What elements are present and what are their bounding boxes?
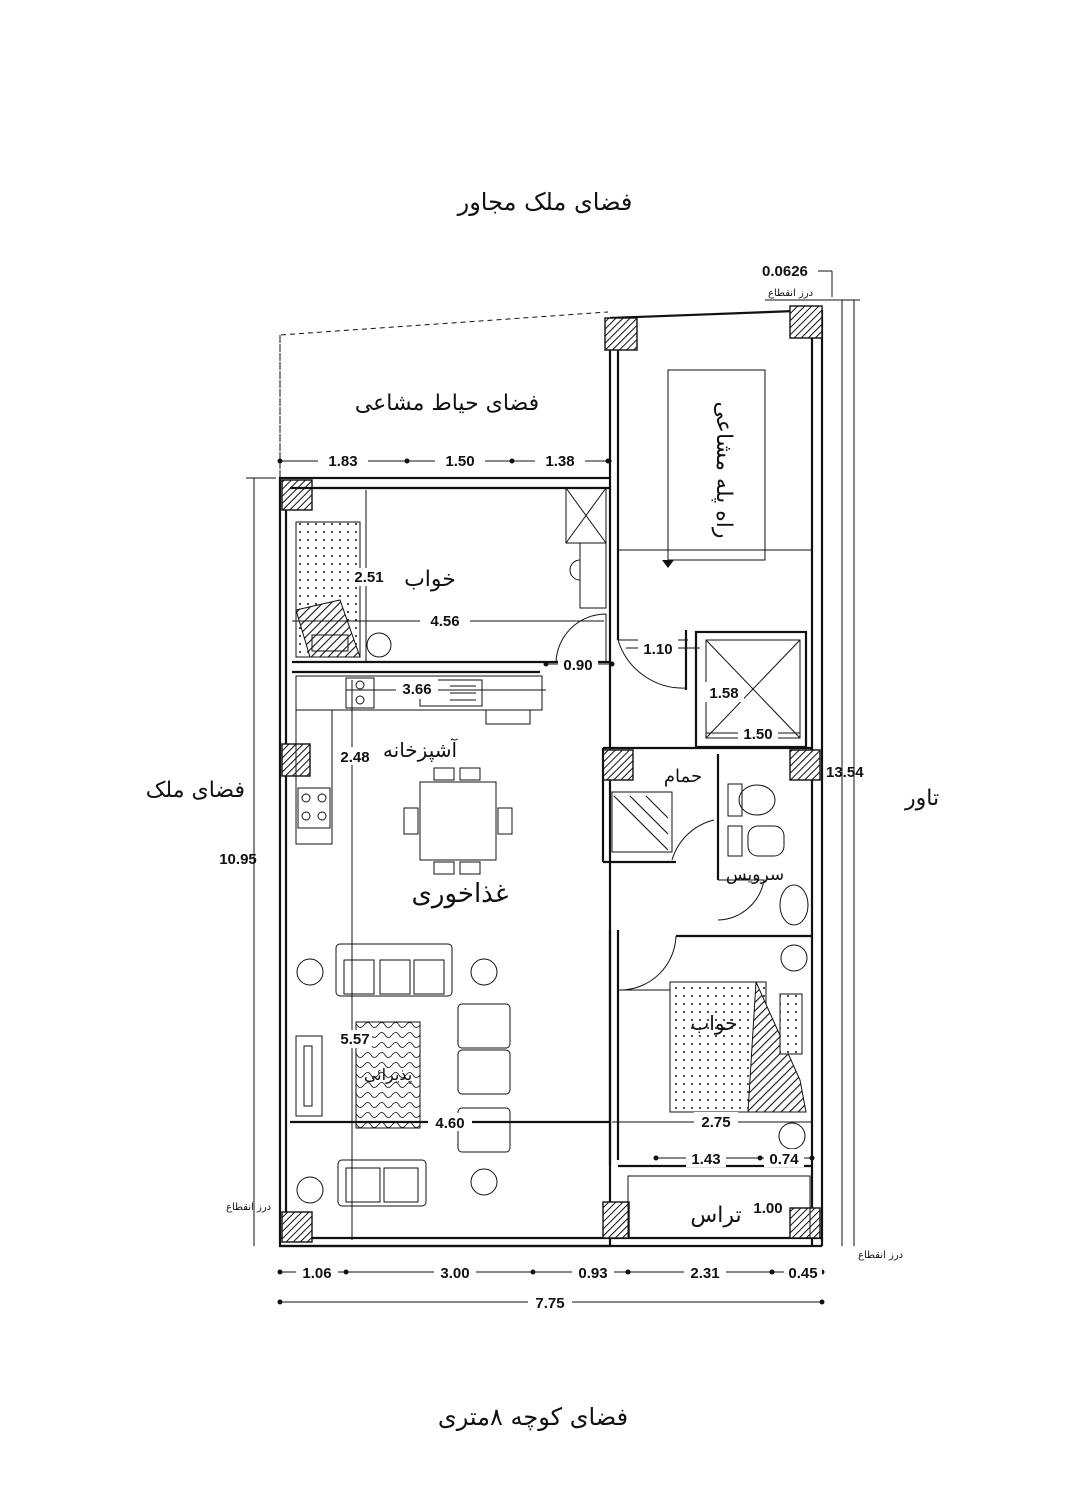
bedroom-1-label: خواب (404, 567, 456, 592)
entrance-door: 1.10 (617, 630, 700, 690)
terrace-label: تراس (690, 1203, 741, 1228)
dim-bedroom-2-bottom: 1.43 0.74 (653, 1149, 815, 1168)
bath-wc: حمام سرویس (601, 746, 812, 926)
label-top-neighbor: فضای ملک مجاور (457, 188, 633, 216)
dim-bottom-chain: 1.06 3.00 0.93 2.31 0.45 7.75 (277, 1263, 825, 1312)
svg-text:13.54: 13.54 (826, 764, 864, 781)
svg-text:0.74: 0.74 (769, 1151, 799, 1168)
terrace: تراس 1.00 (627, 1175, 811, 1239)
svg-text:1.06: 1.06 (302, 1265, 331, 1282)
expansion-joint-left: درز انقطاع (226, 1202, 271, 1213)
dining-label: غذاخوری (412, 879, 509, 909)
svg-text:1.38: 1.38 (545, 453, 574, 470)
dim-right-total: 13.54 درز انقطاع (826, 300, 903, 1261)
svg-text:5.57: 5.57 (340, 1031, 369, 1048)
light-shaft: 1.58 1.50 (694, 630, 808, 749)
label-right-neighbor: تاور (904, 786, 939, 811)
svg-text:1.00: 1.00 (753, 1200, 782, 1217)
svg-text:3.66: 3.66 (402, 681, 431, 698)
kitchen: آشپزخانه 3.66 2.48 (295, 675, 546, 1240)
svg-text:0.93: 0.93 (578, 1265, 607, 1282)
expansion-joint-top: درز انقطاع (768, 288, 813, 299)
svg-text:1.50: 1.50 (743, 726, 772, 743)
svg-text:0.90: 0.90 (563, 657, 592, 674)
bath-label: حمام (664, 766, 702, 787)
svg-text:1.83: 1.83 (328, 453, 357, 470)
wc-label: سرویس (726, 865, 784, 885)
svg-text:2.48: 2.48 (340, 749, 369, 766)
svg-text:7.75: 7.75 (535, 1295, 564, 1312)
svg-text:1.50: 1.50 (445, 453, 474, 470)
living-room: پذیرائی 5.57 4.60 (290, 943, 610, 1207)
dim-bedroom-1: 4.56 2.51 0.90 (292, 490, 615, 674)
svg-text:4.56: 4.56 (430, 613, 459, 630)
outer-walls (278, 300, 843, 1248)
svg-text:2.31: 2.31 (690, 1265, 719, 1282)
bedroom-1: خواب (290, 486, 610, 674)
svg-text:2.75: 2.75 (701, 1114, 730, 1131)
structural-columns (281, 305, 823, 1243)
svg-text:1.10: 1.10 (643, 641, 672, 658)
bedroom-2: خواب 2.75 (608, 930, 812, 1168)
expansion-joint-right: درز انقطاع (858, 1250, 903, 1261)
label-street: فضای کوچه ۸متری (438, 1403, 628, 1431)
svg-text:4.60: 4.60 (435, 1115, 464, 1132)
yard-label: فضای حیاط مشاعی (355, 391, 539, 416)
svg-text:1.43: 1.43 (691, 1151, 720, 1168)
svg-text:3.00: 3.00 (440, 1265, 469, 1282)
svg-text:0.45: 0.45 (788, 1265, 817, 1282)
svg-text:1.58: 1.58 (709, 685, 738, 702)
dining-table: غذاخوری (403, 767, 513, 909)
svg-text:10.95: 10.95 (219, 851, 257, 868)
stair-label: راه پله مشاعی (711, 401, 736, 538)
dim-left-total: 10.95 درز انقطاع (219, 477, 276, 1246)
svg-text:2.51: 2.51 (354, 569, 383, 586)
bedroom-2-label: خواب (690, 1011, 737, 1035)
dim-top-row: 1.83 1.50 1.38 (277, 452, 612, 470)
shared-yard: فضای حیاط مشاعی (279, 311, 609, 478)
offset-value: 0.0626 (762, 263, 808, 280)
shared-stair: راه پله مشاعی (618, 369, 812, 568)
kitchen-label: آشپزخانه (383, 737, 459, 763)
living-label: پذیرائی (364, 1065, 412, 1085)
label-left-neighbor: فضای ملک (146, 778, 245, 803)
